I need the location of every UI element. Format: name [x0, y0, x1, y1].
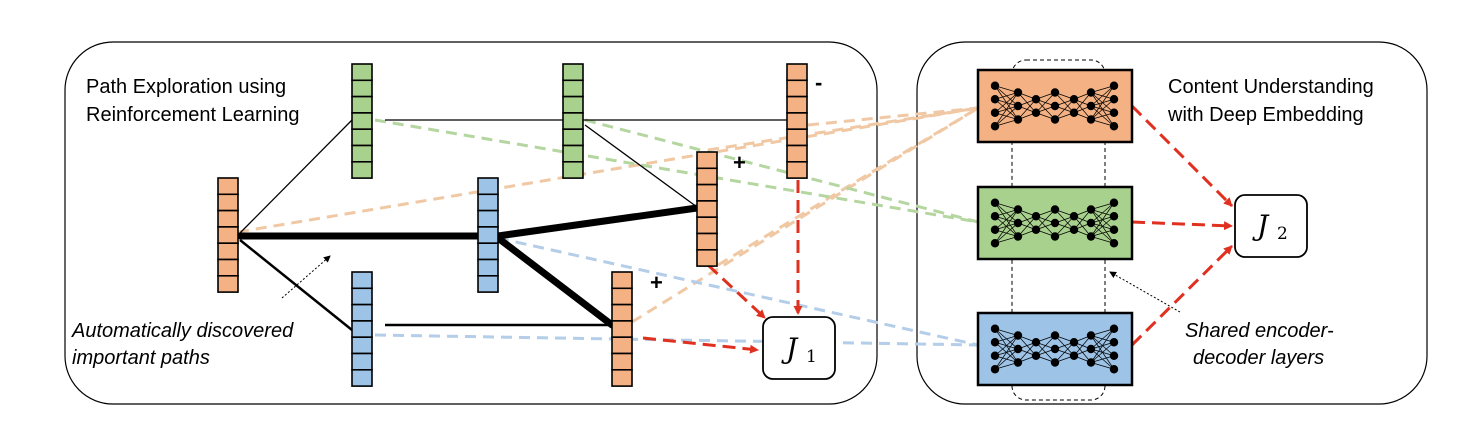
- dashed-links: [237, 106, 979, 347]
- objective-j1: J 1: [762, 316, 836, 380]
- encoders: [976, 68, 1134, 387]
- node-orange-left: [217, 177, 239, 293]
- right-panel: [916, 41, 1428, 405]
- left-panel: [64, 41, 878, 405]
- objective-j1-symbol: J: [781, 332, 799, 365]
- red-arrows: [642, 104, 1234, 354]
- right-annotation-line2: decoder layers: [1193, 347, 1324, 369]
- right-title-line1: Content Understanding: [1168, 76, 1374, 98]
- node-orange-positive-lower: [611, 271, 633, 387]
- annotation-arrow-left: [281, 255, 331, 299]
- annotation-arrow-right: [1109, 271, 1181, 313]
- left-title-line2: Reinforcement Learning: [86, 104, 299, 126]
- objective-j2-subscript: 2: [1277, 224, 1288, 244]
- sign-minus: -: [815, 70, 822, 95]
- left-annotation-line1: Automatically discovered: [71, 320, 294, 342]
- sign-plus-lower: +: [650, 270, 663, 295]
- sign-plus-upper: +: [733, 150, 746, 175]
- objective-j1-subscript: 1: [806, 347, 817, 367]
- encoder-orange: [976, 68, 1134, 144]
- right-title-line2: with Deep Embedding: [1167, 104, 1364, 126]
- graph-edges: [239, 119, 800, 331]
- encoder-green: [976, 185, 1134, 261]
- node-green-upper-center: [562, 63, 584, 179]
- graph-nodes: [217, 63, 808, 387]
- left-annotation-line2: important paths: [72, 347, 210, 369]
- right-annotation-line1: Shared encoder-: [1185, 320, 1334, 342]
- node-blue-center: [477, 177, 499, 293]
- objective-j2: J 2: [1234, 194, 1308, 258]
- node-orange-negative: [786, 63, 808, 179]
- important-paths: [236, 204, 701, 329]
- left-title-line1: Path Exploration using: [86, 76, 286, 98]
- node-green-upper-left: [351, 63, 373, 179]
- objective-j2-symbol: J: [1252, 209, 1270, 242]
- encoder-blue: [976, 311, 1134, 387]
- node-orange-positive-upper: [696, 151, 718, 267]
- node-blue-lower: [351, 271, 373, 387]
